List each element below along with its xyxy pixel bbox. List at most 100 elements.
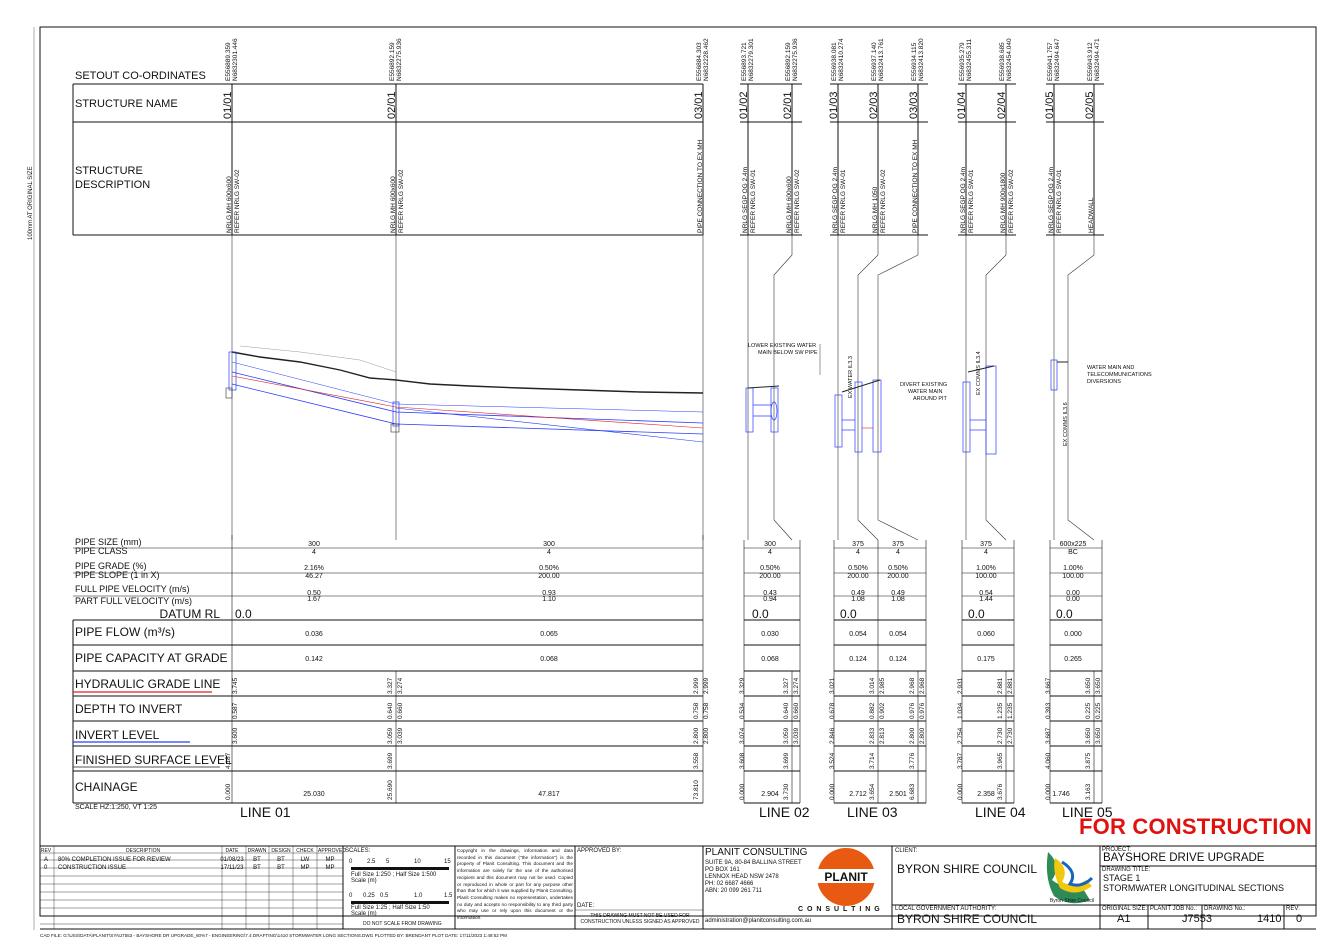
setout-northing: N6832410.274 [838,38,845,81]
structure-name: 01/02 [738,91,750,119]
structure-desc: NRLG MH 600x600 [786,176,793,233]
structure-desc: NRLG SEGP OG 2.4m [1048,167,1055,233]
invert-value: 2.800 [703,727,710,744]
structure-name: 03/01 [693,91,705,119]
line-label: LINE 02 [759,804,810,820]
scale-tick: 10 [414,859,421,865]
chainage-value: 3.654 [869,783,876,800]
ground-surface [231,351,704,394]
row-label: PIPE CAPACITY AT GRADE [75,651,228,665]
datum-value: 0.0 [840,607,857,621]
pipe-capacity: 0.142 [305,656,323,663]
setout-northing: N6832228.462 [703,38,710,81]
row-label: DATUM RL [160,607,221,621]
copyright-text: Copyright in the drawings, information a… [457,848,573,921]
pipe-size: 375 [980,541,992,548]
hgl-value: 3.274 [397,677,404,694]
pit-01-05 [1050,359,1058,391]
original-size: A1 [1117,913,1131,925]
invert-value: 2.800 [693,727,700,744]
structure-desc: REFER NRLG SW-01 [750,169,757,233]
scale-tick: 1.5 [444,893,453,899]
pipe-grade: 2.16% [304,565,324,572]
chainage-length: 2.712 [849,791,867,798]
structure-name: 02/01 [386,91,398,119]
annotation-text: EX WATER IL3.3 [848,356,854,398]
hgl-value: 3.327 [387,677,394,694]
annotation-text: EX COMMS IL3.6 [1063,402,1069,446]
setout-northing: N6832279.301 [748,38,755,81]
pipe-capacity: 0.175 [977,656,995,663]
hgl-value: 3.014 [869,677,876,694]
planit-logo-band [808,869,884,883]
pipe-flow: 0.000 [1064,631,1082,638]
client-label: CLIENT: [895,848,918,854]
council-logo-icon [1046,852,1090,904]
hgl-line [231,375,704,429]
revision-header: REV [40,848,52,854]
structure-name: 01/04 [956,91,968,119]
part-velocity: 1.10 [542,596,556,603]
revision-cell: 01/08/23 [220,857,244,863]
depth-value: 0.225 [1085,702,1092,719]
revision-code: 0 [44,865,48,871]
depth-value: 1.235 [1007,702,1014,719]
chainage-value: 0.000 [225,783,232,800]
setout-easting: E556893.721 [741,42,748,81]
chainage-value: 3.163 [1085,783,1092,800]
leader-line [857,235,879,541]
structure-desc: REFER NRLG SW-02 [398,169,405,233]
hgl-value: 2.999 [703,677,710,694]
depth-value: 0.882 [869,702,876,719]
client-name: BYRON SHIRE COUNCIL [897,862,1038,876]
pipe-slope: 46.27 [305,573,323,580]
chainage-value: 0.000 [1045,783,1052,800]
row-label: PIPE SLOPE (1 in X) [75,570,160,580]
row-label: PIPE CLASS [75,546,128,556]
hgl-value: 2.968 [919,677,926,694]
pit-01-02 [745,387,754,433]
pipe-flow: 0.065 [540,631,558,638]
pipe-class: 4 [896,549,900,556]
datum-value: 0.0 [1056,607,1073,621]
setout-easting: E556892.159 [785,42,792,81]
drawing-title-label: DRAWING TITLE: [1102,867,1151,873]
pipe-size: 600x225 [1060,541,1087,548]
invert-value: 2.754 [957,727,964,744]
chainage-length: 25.030 [303,791,325,798]
revision-cell: MP [325,865,335,871]
hgl-value: 2.881 [997,677,1004,694]
pipe-slope: 200.00 [847,573,869,580]
revision-cell: BT [253,857,261,863]
pipe-class: BC [1068,549,1078,556]
annotation-text: DIVERSIONS [1087,379,1121,385]
invert-value: 2.846 [829,727,836,744]
surface [841,379,881,393]
chainage-value: 25.690 [387,780,394,800]
structure-desc: NRLG SEGP OG 2.4m [742,167,749,233]
surface [747,385,780,389]
fsl-value: 4.060 [1045,752,1052,769]
row-label: FINISHED SURFACE LEVEL [75,753,232,767]
depth-value: 0.587 [232,702,239,719]
pipe-class: 4 [312,549,316,556]
pipe-flow: 0.054 [889,631,907,638]
drawing-number: 1410 [1257,913,1282,925]
full-velocity: 0.49 [851,590,865,597]
fsl-value: 3.558 [693,752,700,769]
invert-value: 2.813 [879,727,886,744]
depth-value: 0.660 [397,702,404,719]
consultant-address: LENNOX HEAD NSW 2478 [705,874,779,880]
structure-desc: REFER NRLG SW-02 [234,169,241,233]
revision-header: DESCRIPTION [126,848,161,854]
hgl-value: 3.021 [829,677,836,694]
setout-northing: N6832301.446 [232,38,239,81]
rev-value: 0 [1296,913,1303,925]
invert-value: 3.039 [397,727,404,744]
setout-easting: E556934.115 [911,42,918,81]
full-velocity: 0.54 [979,590,993,597]
hgl-value: 2.968 [909,677,916,694]
revision-header: APPROVED [318,848,346,854]
